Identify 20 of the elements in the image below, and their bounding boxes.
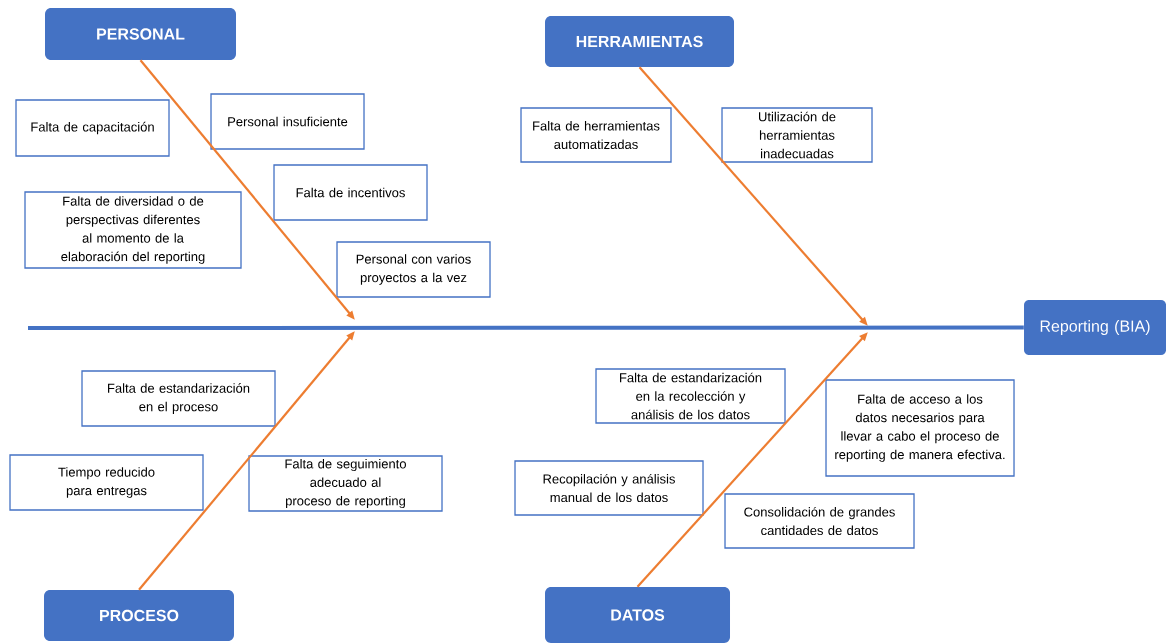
cause-box: Tiempo reducido para entregas <box>9 454 204 511</box>
spine-line <box>28 325 1024 330</box>
cause-box: Personal con varios proyectos a la vez <box>336 241 491 298</box>
cause-box: Falta de herramientas automatizadas <box>520 107 672 163</box>
category-box: DATOS <box>545 587 730 643</box>
category-box: PROCESO <box>44 590 234 641</box>
cause-box: Personal insuficiente <box>210 93 365 150</box>
cause-box: Falta de estandarización en la recolección y análisis de los datos <box>595 368 786 424</box>
cause-box: Falta de capacitación <box>15 99 170 157</box>
cause-box: Falta de diversidad o de perspectivas diferentes al momento de la elaboración del reporting <box>24 191 242 269</box>
effect-box: Reporting (BIA) <box>1024 300 1166 355</box>
cause-box: Falta de acceso a los datos necesarios para llevar a cabo el proceso de reporting de manera efectiva. <box>825 379 1015 477</box>
cause-box: Consolidación de grandes cantidades de datos <box>724 493 915 549</box>
category-box: HERRAMIENTAS <box>545 16 734 67</box>
cause-box: Falta de seguimiento adecuado al proceso de reporting <box>248 455 443 512</box>
cause-box: Falta de estandarización en el proceso <box>81 370 276 427</box>
cause-box: Recopilación y análisis manual de los datos <box>514 460 704 516</box>
category-box: PERSONAL <box>45 8 236 60</box>
cause-box: Utilización de herramientas inadecuadas <box>721 107 873 163</box>
cause-box: Falta de incentivos <box>273 164 428 221</box>
